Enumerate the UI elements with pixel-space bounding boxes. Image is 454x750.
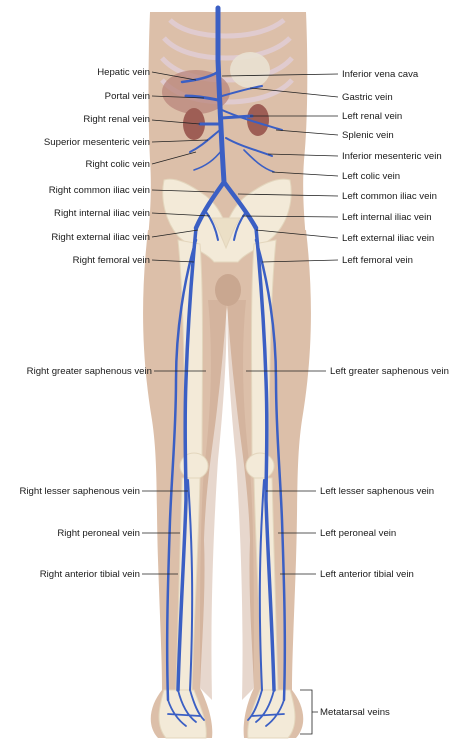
label-gastric-vein: Gastric vein [342, 92, 393, 103]
label-right-common-iliac-vein: Right common iliac vein [49, 185, 150, 196]
veins [165, 5, 287, 727]
label-right-internal-iliac-vein: Right internal iliac vein [54, 208, 150, 219]
label-superior-mesenteric-vein: Superior mesenteric vein [44, 137, 150, 148]
right-kidney [183, 108, 205, 140]
label-metatarsal-veins: Metatarsal veins [320, 707, 390, 718]
right-leg-shadow [200, 300, 227, 700]
label-left-lesser-saphenous-vein: Left lesser saphenous vein [320, 486, 434, 497]
label-right-colic-vein: Right colic vein [85, 159, 150, 170]
label-left-greater-saphenous-vein: Left greater saphenous vein [330, 366, 449, 377]
label-right-peroneal-vein: Right peroneal vein [57, 528, 140, 539]
label-inferior-vena-cava: Inferior vena cava [342, 69, 419, 80]
left-side-labels: Inferior vena cava Gastric vein Left ren… [221, 69, 449, 735]
label-right-femoral-vein: Right femoral vein [73, 255, 150, 266]
label-left-common-iliac-vein: Left common iliac vein [342, 191, 437, 202]
label-left-internal-iliac-vein: Left internal iliac vein [342, 212, 432, 223]
label-right-external-iliac-vein: Right external iliac vein [51, 232, 150, 243]
label-left-femoral-vein: Left femoral vein [342, 255, 413, 266]
label-hepatic-vein: Hepatic vein [97, 67, 150, 78]
label-right-lesser-saphenous-vein: Right lesser saphenous vein [19, 486, 140, 497]
label-portal-vein: Portal vein [105, 91, 150, 102]
liver [162, 70, 230, 114]
label-left-peroneal-vein: Left peroneal vein [320, 528, 396, 539]
genitals [215, 274, 241, 306]
label-left-anterior-tibial-vein: Left anterior tibial vein [320, 569, 414, 580]
label-left-colic-vein: Left colic vein [342, 171, 400, 182]
right-side-labels: Hepatic vein Portal vein Right renal vei… [19, 67, 215, 580]
left-leg-shadow [227, 300, 254, 700]
label-splenic-vein: Splenic vein [342, 130, 394, 141]
left-kidney [247, 104, 269, 136]
label-right-greater-saphenous-vein: Right greater saphenous vein [27, 366, 152, 377]
stomach [230, 52, 270, 88]
label-right-renal-vein: Right renal vein [83, 114, 150, 125]
label-left-external-iliac-vein: Left external iliac vein [342, 233, 434, 244]
label-inferior-mesenteric-vein: Inferior mesenteric vein [342, 151, 442, 162]
label-left-renal-vein: Left renal vein [342, 111, 402, 122]
metatarsal-bracket [300, 689, 318, 735]
label-right-anterior-tibial-vein: Right anterior tibial vein [40, 569, 140, 580]
inferior-vena-cava-vessel [215, 5, 227, 185]
